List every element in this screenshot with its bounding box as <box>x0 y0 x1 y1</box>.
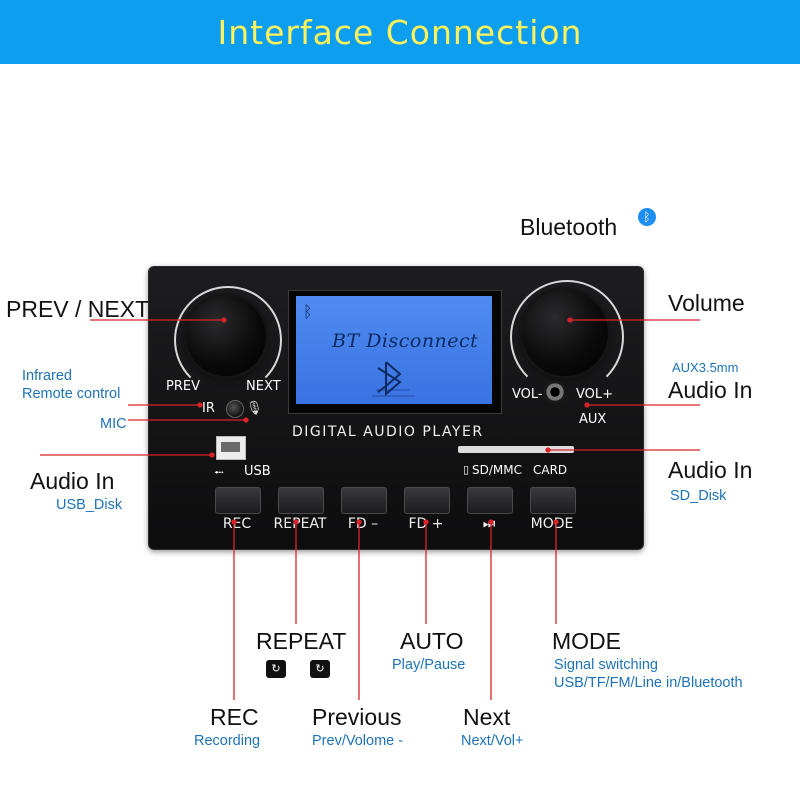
repeat-all-icon: ↻ <box>266 660 286 678</box>
annotation-prev-volume: Prev/Volome - <box>312 733 404 749</box>
prev-next-knob[interactable] <box>186 296 266 376</box>
lcd-status-text: BT Disconnect <box>332 330 479 352</box>
aux-jack[interactable] <box>544 381 566 403</box>
button-label: MODE <box>530 516 574 532</box>
usb-symbol-icon: ⭪ <box>214 466 224 481</box>
sd-card-slot[interactable] <box>458 446 574 453</box>
bluetooth-icon <box>372 361 414 397</box>
annotation-next-vol: Next/Vol+ <box>461 733 524 749</box>
vol-plus-label: VOL+ <box>576 387 614 402</box>
annotation-aux-audio-in: Audio In <box>668 377 753 403</box>
prev-next-knob-arc <box>174 286 282 394</box>
annotation-auto: AUTO <box>400 628 464 654</box>
button-label: REC <box>222 516 252 532</box>
ir-label: IR <box>202 401 215 416</box>
next-label: NEXT <box>246 379 281 394</box>
volume-knob-arc <box>510 280 624 394</box>
annotation-prev-next: PREV / NEXT <box>6 296 150 322</box>
ir-receiver <box>226 400 244 418</box>
annotation-aux-sub: AUX3.5mm <box>672 360 739 375</box>
fd-minus-button[interactable] <box>341 487 387 514</box>
annotation-repeat: REPEAT <box>256 628 347 654</box>
usb-port[interactable] <box>216 436 246 460</box>
annotation-signal-switching: Signal switching <box>554 657 658 673</box>
aux-label: AUX <box>579 412 607 427</box>
annotation-usb-audio-in: Audio In <box>30 468 115 494</box>
fd-plus-button[interactable] <box>404 487 450 514</box>
vol-minus-label: VOL- <box>512 387 543 402</box>
annotation-sd-disk: SD_Disk <box>670 488 727 504</box>
annotation-rec: REC <box>210 704 259 730</box>
annotation-sources: USB/TF/FM/Line in/Bluetooth <box>554 675 743 691</box>
annotation-infrared: Infrared <box>22 368 72 384</box>
repeat-one-icon: ↻ <box>310 660 330 678</box>
bluetooth-icon: ᛒ <box>638 208 656 226</box>
annotation-mode: MODE <box>552 628 621 654</box>
button-label: REPEAT <box>273 516 327 532</box>
annotation-usb-disk: USB_Disk <box>56 497 123 513</box>
sd-card-icon: ▯ <box>463 463 470 476</box>
annotation-volume: Volume <box>668 290 745 316</box>
usb-label: USB <box>244 464 271 479</box>
panel-title: DIGITAL AUDIO PLAYER <box>292 424 484 440</box>
mic-icon: 🎙 <box>246 400 263 415</box>
annotation-play-pause: Play/Pause <box>392 657 466 673</box>
annotation-mic: MIC <box>100 416 127 432</box>
annotation-sd-audio-in: Audio In <box>668 457 753 483</box>
annotation-next: Next <box>463 704 511 730</box>
annotation-bluetooth: Bluetooth <box>520 214 618 240</box>
sd-mmc-label: SD/MMC <box>472 463 522 477</box>
mode-button[interactable] <box>530 487 576 514</box>
annotation-recording: Recording <box>194 733 261 749</box>
volume-knob[interactable] <box>522 290 608 376</box>
annotation-remote-control: Remote control <box>22 386 121 402</box>
annotation-previous: Previous <box>312 704 402 730</box>
rec-button[interactable] <box>215 487 261 514</box>
header-banner: Interface Connection <box>0 0 800 64</box>
card-label: CARD <box>533 463 568 477</box>
bluetooth-icon: ᛒ <box>303 304 313 321</box>
page-title: Interface Connection <box>217 12 583 52</box>
prev-label: PREV <box>166 379 200 394</box>
repeat-button[interactable] <box>278 487 324 514</box>
next-play-button[interactable] <box>467 487 513 514</box>
button-label: FD – <box>347 516 379 532</box>
